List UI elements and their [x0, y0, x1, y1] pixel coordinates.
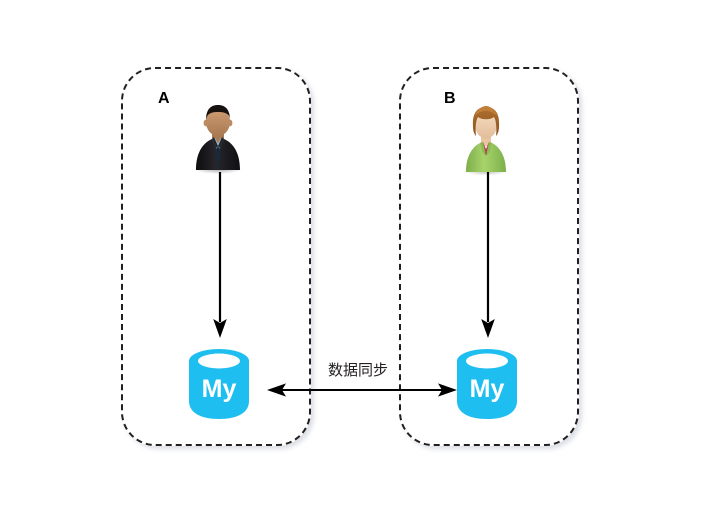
mysql-database-icon-b[interactable]: My	[455, 347, 519, 421]
zone-b-label: B	[444, 90, 457, 107]
businessman-avatar-icon	[186, 102, 250, 174]
mysql-wordmark-a: My	[202, 375, 237, 403]
sync-connector-label: 数据同步	[327, 362, 388, 379]
mysql-database-icon-a[interactable]: My	[187, 347, 251, 421]
mysql-wordmark-b: My	[470, 375, 505, 403]
double-headed-arrow-icon	[266, 376, 458, 404]
businesswoman-avatar-icon	[454, 104, 518, 176]
down-arrow-icon-b	[476, 172, 500, 340]
down-arrow-icon-a	[208, 172, 232, 340]
zone-a-label: A	[158, 90, 171, 107]
